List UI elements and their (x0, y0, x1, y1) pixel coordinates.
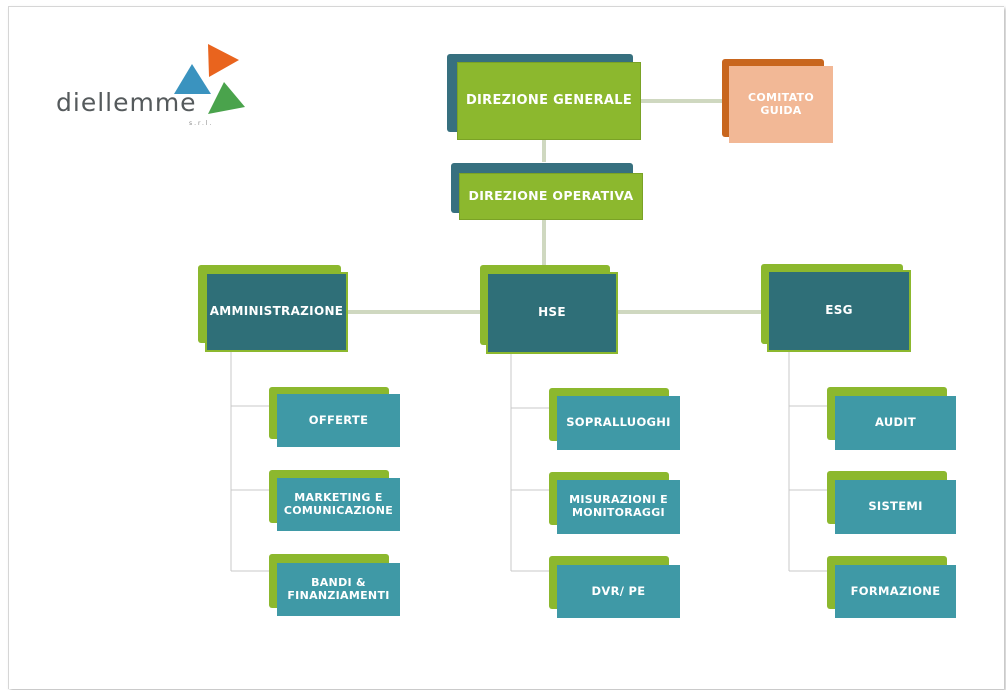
bandi-box: BANDI & FINANZIAMENTI (277, 563, 400, 616)
sopralluoghi-box: SOPRALLUOGHI (557, 396, 680, 450)
hse-label: HSE (538, 305, 566, 320)
direzione-generale-box: DIREZIONE GENERALE (457, 62, 641, 140)
offerte-box: OFFERTE (277, 394, 400, 447)
company-logo: diellemme s.r.l. (56, 44, 256, 134)
dvr-label: DVR/ PE (591, 583, 646, 598)
sistemi-box: SISTEMI (835, 480, 956, 534)
misurazioni-label: MISURAZIONI E MONITORAGGI (569, 493, 668, 519)
direzione-operativa-label: DIREZIONE OPERATIVA (468, 188, 634, 204)
formazione-box: FORMAZIONE (835, 565, 956, 618)
hse-box: HSE (486, 272, 618, 354)
audit-label: AUDIT (874, 415, 917, 430)
sopralluoghi-label: SOPRALLUOGHI (566, 415, 671, 430)
amministrazione-box: AMMINISTRAZIONE (205, 272, 348, 352)
logo-suffix: s.r.l. (189, 120, 214, 127)
sistemi-label: SISTEMI (868, 499, 923, 514)
comitato-guida-label: COMITATO GUIDA (747, 90, 815, 117)
marketing-label: MARKETING E COMUNICAZIONE (283, 490, 394, 517)
offerte-label: OFFERTE (308, 412, 369, 427)
logo-triangles-icon (174, 44, 245, 114)
comitato-guida-box: COMITATO GUIDA (729, 66, 833, 143)
direzione-operativa-box: DIREZIONE OPERATIVA (459, 173, 643, 220)
dvr-box: DVR/ PE (557, 565, 680, 618)
amministrazione-label: AMMINISTRAZIONE (209, 304, 344, 319)
formazione-label: FORMAZIONE (850, 583, 941, 598)
misurazioni-box: MISURAZIONI E MONITORAGGI (557, 480, 680, 534)
bandi-label: BANDI & FINANZIAMENTI (287, 575, 390, 602)
audit-box: AUDIT (835, 396, 956, 450)
esg-box: ESG (767, 270, 911, 352)
esg-label: ESG (825, 303, 853, 318)
marketing-box: MARKETING E COMUNICAZIONE (277, 478, 400, 531)
direzione-generale-label: DIREZIONE GENERALE (465, 92, 633, 108)
logo-name: diellemme (56, 88, 197, 117)
